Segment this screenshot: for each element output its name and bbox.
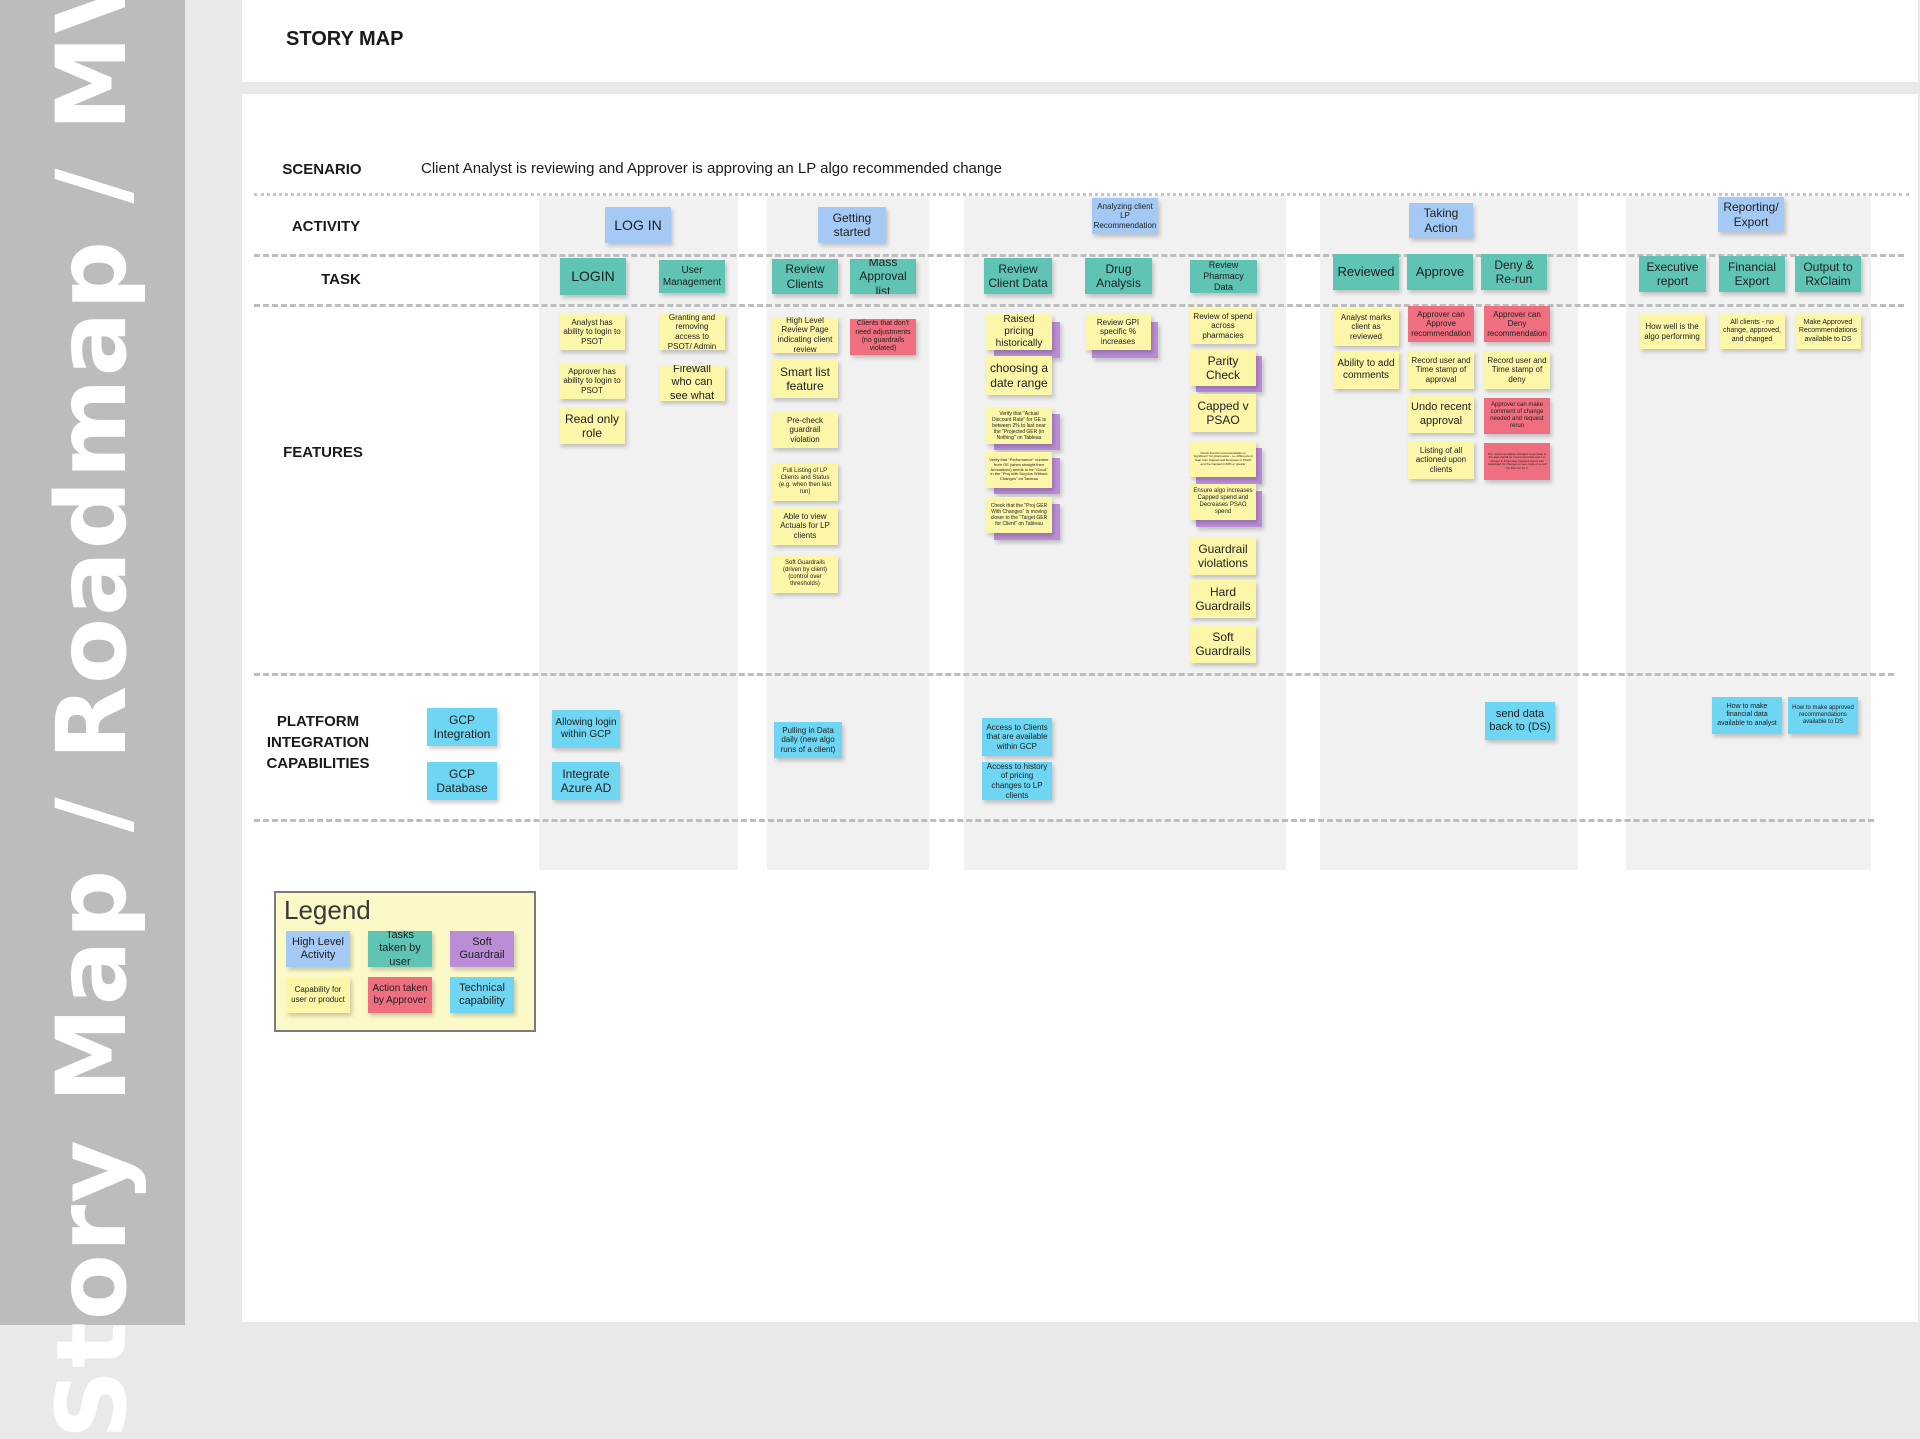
capability-note[interactable]: How to make financial data available to …	[1712, 697, 1782, 734]
feature-approver-note[interactable]: Clients that don't need adjustments (no …	[850, 319, 916, 355]
activity-note[interactable]: Analyzing client LP Recommendation	[1092, 198, 1158, 234]
task-note[interactable]: Mass Approval list	[850, 259, 916, 294]
feature-note[interactable]: Pre-check guardrail violation	[772, 412, 838, 448]
feature-note[interactable]: How well is the algo performing	[1639, 314, 1705, 349]
feature-note[interactable]: Verify that "Actual Discount Rate" for G…	[986, 408, 1052, 444]
feature-note[interactable]: Review of spend across pharmacies	[1190, 308, 1256, 344]
row-label-platform-line2: INTEGRATION	[266, 734, 370, 751]
row-label-platform-line1: PLATFORM	[276, 713, 360, 730]
legend-item-tasks: Tasks taken by user	[368, 931, 432, 967]
feature-note[interactable]: Record user and Time stamp of approval	[1408, 351, 1474, 389]
feature-note[interactable]: choosing a date range	[986, 356, 1052, 395]
activity-divider	[254, 254, 1904, 257]
capability-note[interactable]: Access to history of pricing changes to …	[982, 762, 1052, 800]
legend: Legend High Level Activity Tasks taken b…	[274, 891, 536, 1032]
row-label-task: TASK	[321, 271, 361, 288]
column-login	[539, 196, 738, 870]
column-taking-action	[1320, 196, 1578, 870]
feature-note[interactable]: Raised pricing historically	[986, 314, 1052, 350]
feature-note[interactable]: Record user and Time stamp of deny	[1484, 351, 1550, 389]
activity-note[interactable]: Getting started	[818, 207, 886, 243]
feature-note[interactable]: Verify that "Performance" number from GE…	[986, 452, 1052, 488]
feature-note[interactable]: Check that the recommendation is "signif…	[1190, 441, 1256, 477]
column-reporting	[1626, 196, 1871, 870]
platform-divider	[254, 819, 1874, 822]
feature-note[interactable]: Soft Guardrails (driven by client) (cont…	[772, 555, 838, 593]
feature-note[interactable]: Guardrail violations	[1190, 537, 1256, 575]
capability-note[interactable]: Access to Clients that are available wit…	[982, 718, 1052, 756]
sidebar: Story Map / Roadmap / MVP	[0, 0, 185, 1439]
feature-note[interactable]: Smart list feature	[772, 360, 838, 398]
task-note[interactable]: Executive report	[1639, 256, 1706, 292]
task-note[interactable]: Deny & Re-run	[1481, 254, 1547, 290]
task-divider	[254, 304, 1904, 307]
task-note[interactable]: LOGIN	[560, 258, 626, 295]
row-label-features: FEATURES	[283, 444, 363, 461]
feature-note[interactable]: Firewall who can see what	[659, 365, 725, 401]
feature-approver-note[interactable]: The recommendation changes to go back to…	[1484, 443, 1550, 480]
feature-note[interactable]: Parity Check	[1190, 350, 1256, 386]
header-bar	[242, 0, 1918, 82]
feature-note[interactable]: Make Approved Recommendations available …	[1795, 314, 1861, 349]
feature-note[interactable]: Analyst has ability to login to PSOT	[559, 314, 625, 350]
activity-note[interactable]: Reporting/ Export	[1718, 197, 1784, 232]
capability-note[interactable]: Pulling in Data daily (new algo runs of …	[774, 722, 842, 758]
scenario-divider	[254, 193, 1909, 196]
activity-note[interactable]: Taking Action	[1409, 203, 1473, 238]
task-note[interactable]: Review Pharmacy Data	[1190, 260, 1257, 293]
task-note[interactable]: User Management	[659, 260, 725, 293]
feature-note[interactable]: High Level Review Page indicating client…	[772, 317, 838, 353]
row-label-platform: PLATFORM INTEGRATION CAPABILITIES	[243, 711, 393, 774]
capability-note[interactable]: send data back to (DS)	[1485, 702, 1555, 740]
task-note[interactable]: Review Clients	[772, 259, 838, 294]
legend-item-high-level-activity: High Level Activity	[286, 931, 350, 967]
feature-note[interactable]: Ensure algo increases Capped spend and D…	[1190, 484, 1256, 520]
feature-note[interactable]: Hard Guardrails	[1190, 580, 1256, 618]
feature-note[interactable]: Full Listing of LP Clients and Status (e…	[772, 463, 838, 501]
feature-note[interactable]: Check that the "Proj GER With Changes" i…	[986, 497, 1052, 533]
feature-note[interactable]: Granting and removing access to PSOT/ Ad…	[659, 314, 725, 350]
legend-title: Legend	[284, 895, 371, 925]
legend-item-approver-action: Action taken by Approver	[368, 977, 432, 1013]
capability-note[interactable]: GCP Integration	[427, 708, 497, 746]
row-label-scenario: SCENARIO	[282, 161, 362, 178]
feature-note[interactable]: Approver has ability to login to PSOT	[559, 363, 625, 399]
task-note[interactable]: Output to RxClaim	[1795, 256, 1861, 292]
task-note[interactable]: Approve	[1407, 254, 1473, 290]
sidebar-title: Story Map / Roadmap / MVP	[36, 0, 148, 1439]
legend-item-soft-guardrail: Soft Guardrail	[450, 931, 514, 967]
capability-note[interactable]: How to make approved recommendations ava…	[1788, 697, 1858, 734]
feature-approver-note[interactable]: Approver can Deny recommendation	[1484, 306, 1550, 342]
feature-note[interactable]: Ability to add comments	[1333, 351, 1399, 389]
feature-note[interactable]: Undo recent approval	[1408, 396, 1474, 433]
capability-note[interactable]: GCP Database	[427, 762, 497, 800]
task-note[interactable]: Financial Export	[1719, 256, 1785, 292]
feature-note[interactable]: All clients - no change, approved, and c…	[1719, 314, 1785, 349]
task-note[interactable]: Reviewed	[1333, 254, 1399, 290]
legend-item-technical-capability: Technical capability	[450, 977, 514, 1013]
capability-note[interactable]: Allowing login within GCP	[552, 710, 620, 748]
capability-note[interactable]: Integrate Azure AD	[552, 762, 620, 800]
legend-item-capability: Capability for user or product	[286, 977, 350, 1013]
row-label-platform-line3: CAPABILITIES	[266, 755, 370, 772]
feature-note[interactable]: Listing of all actioned upon clients	[1408, 441, 1474, 479]
feature-note[interactable]: Review GPI specific % increases	[1085, 314, 1151, 350]
task-note[interactable]: Drug Analysis	[1085, 258, 1152, 294]
feature-note[interactable]: Read only role	[559, 408, 625, 444]
feature-note[interactable]: Soft Guardrails	[1190, 625, 1256, 663]
scenario-description: Client Analyst is reviewing and Approver…	[421, 160, 1002, 177]
feature-note[interactable]: Analyst marks client as reviewed	[1333, 308, 1399, 346]
feature-approver-note[interactable]: Approver can Approve recommendation	[1408, 306, 1474, 342]
activity-note[interactable]: LOG IN	[605, 207, 671, 243]
features-divider	[254, 673, 1894, 676]
page-title: STORY MAP	[286, 28, 404, 50]
task-note[interactable]: Review Client Data	[984, 258, 1052, 294]
feature-note[interactable]: Capped v PSAO	[1190, 394, 1256, 432]
feature-note[interactable]: Able to view Actuals for LP clients	[772, 507, 838, 545]
row-label-activity: ACTIVITY	[291, 218, 361, 235]
feature-approver-note[interactable]: Approver can make comment of change need…	[1484, 398, 1550, 434]
